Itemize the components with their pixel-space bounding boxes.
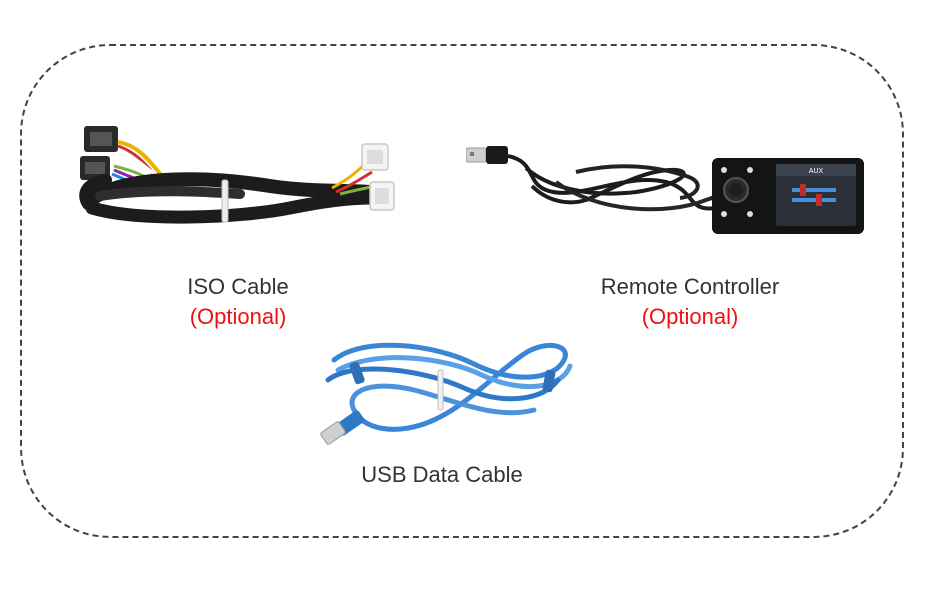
usb-cable-image bbox=[320, 342, 573, 445]
remote-controller-caption: Remote Controller (Optional) bbox=[560, 272, 820, 332]
usb-cable-title: USB Data Cable bbox=[361, 462, 523, 487]
iso-cable-image bbox=[79, 126, 395, 224]
iso-cable-title: ISO Cable bbox=[187, 274, 289, 299]
remote-controller-image: AUX bbox=[466, 146, 864, 234]
remote-screen-label: AUX bbox=[809, 168, 824, 175]
remote-controller-optional-note: (Optional) bbox=[641, 304, 739, 329]
usb-cable-caption: USB Data Cable bbox=[322, 460, 562, 490]
iso-cable-optional-note: (Optional) bbox=[189, 304, 287, 329]
dashed-frame bbox=[20, 44, 904, 538]
iso-cable-caption: ISO Cable (Optional) bbox=[128, 272, 348, 332]
remote-controller-title: Remote Controller bbox=[600, 274, 780, 299]
